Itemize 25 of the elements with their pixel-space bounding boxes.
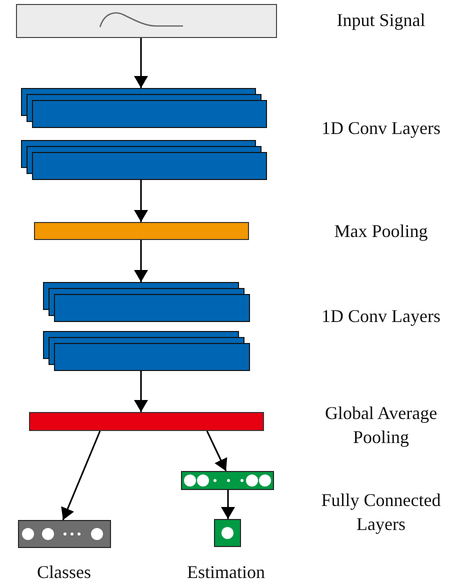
layer-label: Global Average Pooling <box>324 402 438 449</box>
pooling-layer-bar <box>34 222 249 240</box>
conv-layer-stack <box>21 140 267 180</box>
arrow <box>134 38 148 88</box>
output-layer-box <box>18 520 111 548</box>
layer-label: Input Signal <box>336 9 426 32</box>
arrow <box>61 430 101 520</box>
layer-label: 1D Conv Layers <box>321 117 441 140</box>
layer-label: Classes <box>36 561 92 584</box>
arrow <box>134 240 148 282</box>
layer-label: Max Pooling <box>333 220 429 243</box>
layer-label: 1D Conv Layers <box>321 305 441 328</box>
pooling-layer-bar <box>29 412 264 431</box>
arrow <box>134 371 148 412</box>
conv-layer-stack <box>43 331 250 371</box>
layer-label: Fully Connected Layers <box>320 489 442 536</box>
conv-layer-stack <box>43 282 250 322</box>
arrow <box>134 180 148 222</box>
arrow <box>221 490 235 519</box>
dense-layer-box <box>181 471 274 490</box>
input-signal-box <box>16 4 277 38</box>
conv-layer-stack <box>21 88 267 128</box>
output-neuron-box <box>214 519 241 547</box>
layer-label: Estimation <box>186 561 266 584</box>
arrow <box>206 430 228 472</box>
